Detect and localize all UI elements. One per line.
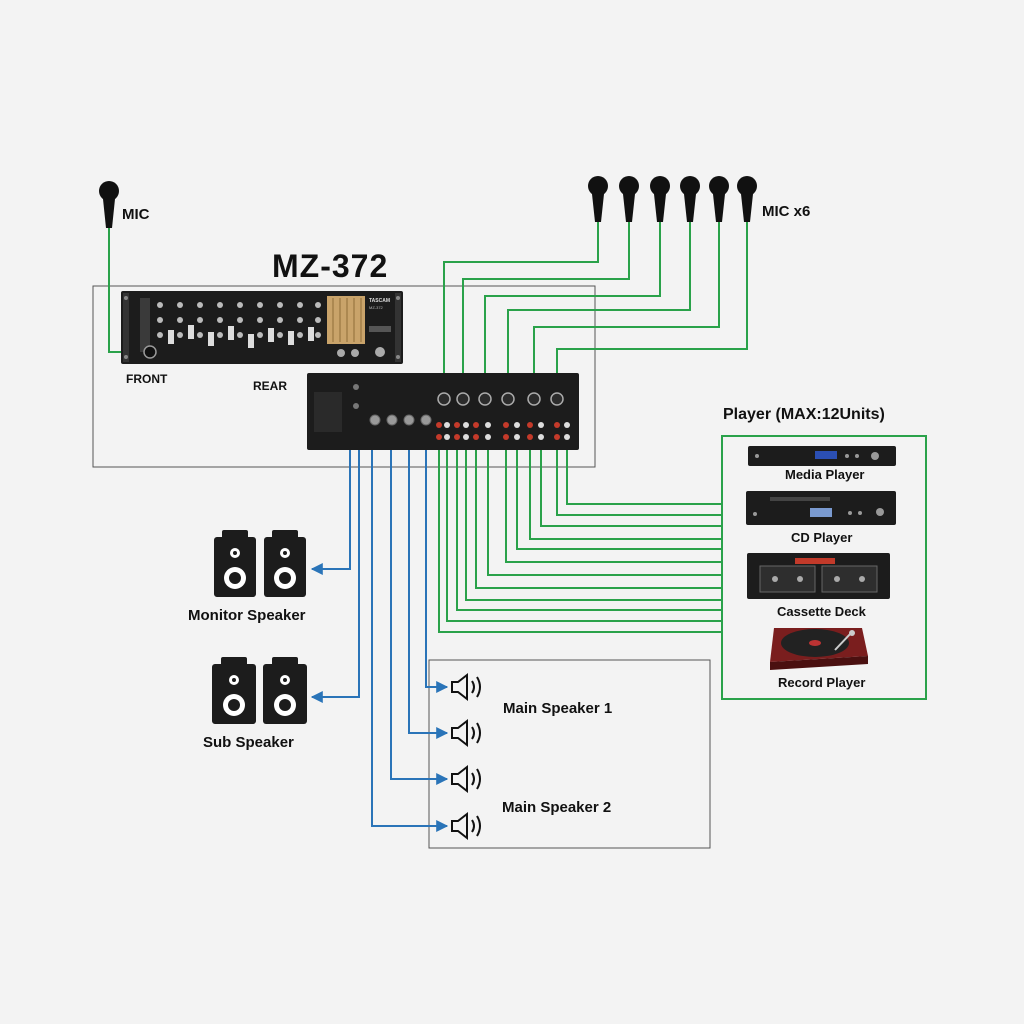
mz372-rear-panel	[307, 373, 579, 450]
player-name: Cassette Deck	[777, 604, 866, 619]
main-speaker-icons	[451, 672, 481, 841]
mic-icon	[588, 176, 608, 222]
mic-icon	[680, 176, 700, 222]
loudspeaker-icon	[451, 811, 481, 841]
channel-strips	[140, 298, 321, 352]
media-player-icon	[748, 446, 896, 466]
sub-speaker-icon	[212, 657, 307, 724]
player-input-wires	[438, 445, 722, 633]
output-wires	[310, 440, 449, 832]
mic-label: MIC	[122, 206, 150, 223]
rear-label: REAR	[253, 379, 288, 393]
front-mic-jack	[143, 345, 157, 359]
main-speaker-2-label: Main Speaker 2	[502, 799, 612, 816]
cassette-deck-icon	[747, 553, 890, 599]
mic-icon	[99, 181, 119, 228]
loudspeaker-icon	[451, 672, 481, 702]
sub-speaker-label: Sub Speaker	[203, 734, 294, 751]
record-player-icon	[770, 628, 868, 670]
page-title: MZ-372	[272, 248, 389, 284]
player-name: Media Player	[785, 467, 865, 482]
main-speaker-1-label: Main Speaker 1	[503, 700, 613, 717]
monitor-speaker-label: Monitor Speaker	[188, 607, 306, 624]
monitor-speaker-icon	[214, 530, 306, 597]
mz372-front-panel: TASCAM MZ-372	[121, 291, 403, 364]
main-speaker-box	[428, 659, 711, 849]
mic-icon	[709, 176, 729, 222]
front-brand: TASCAM	[369, 298, 390, 304]
front-label: FRONT	[126, 372, 168, 386]
front-model: MZ-372	[369, 305, 384, 310]
rear-rca-row	[436, 422, 570, 440]
loudspeaker-icon	[451, 718, 481, 748]
player-name: Record Player	[778, 675, 866, 690]
rear-input-xlr-row	[437, 392, 564, 406]
player-name: CD Player	[791, 530, 853, 545]
player-group-label: Player (MAX:12Units)	[723, 406, 885, 423]
mic-icon	[650, 176, 670, 222]
mic-group-label: MIC x6	[762, 203, 811, 220]
loudspeaker-icon	[451, 764, 481, 794]
cd-player-icon	[746, 491, 896, 525]
mic-group	[588, 176, 757, 222]
mic-icon	[619, 176, 639, 222]
player-box	[721, 435, 927, 700]
mz372-box	[92, 285, 596, 468]
mic-input-wires	[443, 222, 748, 392]
mic-icon	[737, 176, 757, 222]
